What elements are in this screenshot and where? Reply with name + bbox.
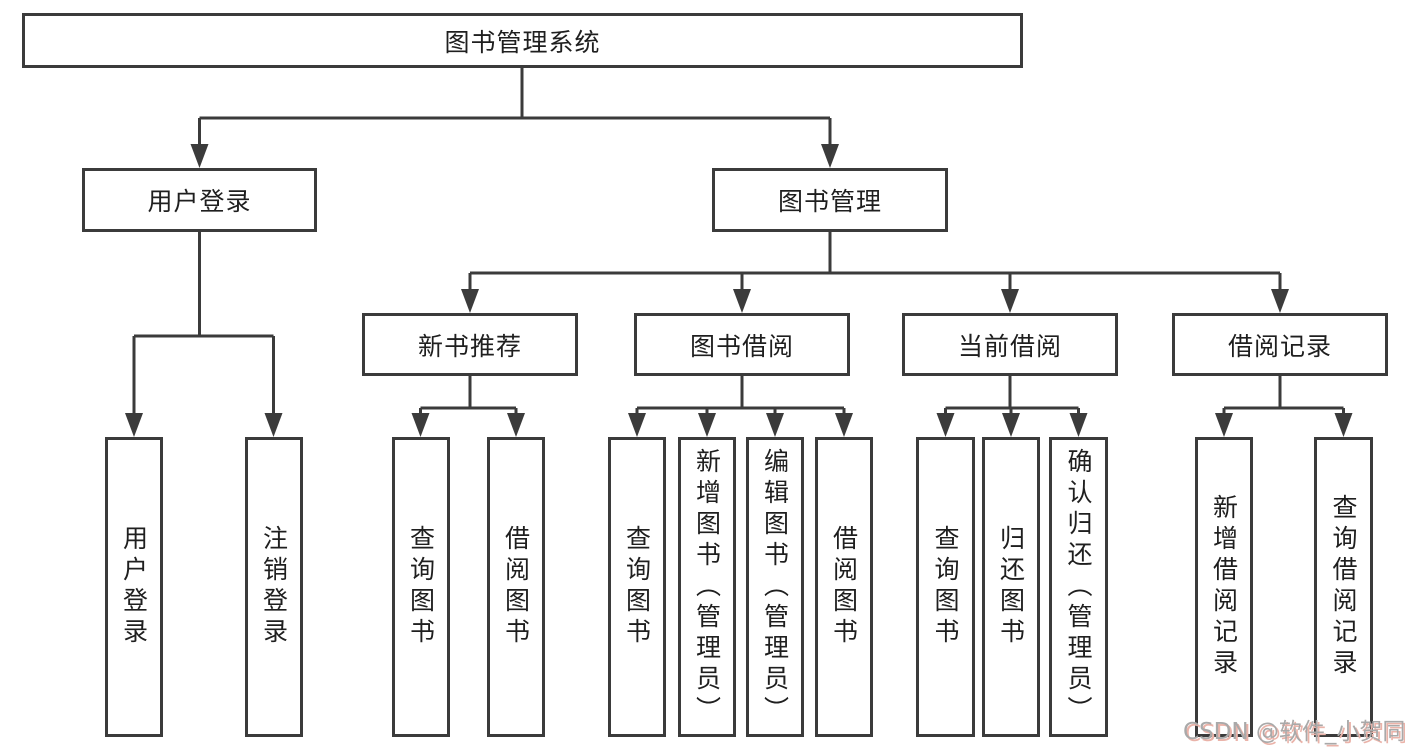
csdn-watermark: CSDN @软件_小贺同学 [1183,719,1405,745]
node-user-login: 用户登录 [82,168,317,232]
leaf-current-query-books-label: 查询图书 [931,525,960,649]
node-user-login-label: 用户登录 [147,187,252,216]
leaf-user-login-label: 用户登录 [119,525,149,649]
leaf-borrow-borrow-books: 借阅图书 [815,437,873,737]
leaf-current-return-books-label: 归还图书 [996,525,1026,649]
leaf-current-return-books: 归还图书 [982,437,1040,737]
leaf-records-add-record-label: 新增借阅记录 [1209,494,1239,680]
leaf-newbook-borrow-books-label: 借阅图书 [501,525,531,649]
node-book-management-label: 图书管理 [777,187,882,216]
leaf-borrow-edit-books-admin-label: 编辑图书（管理员） [760,447,790,727]
node-library-management-system: 图书管理系统 [22,13,1023,68]
node-current-borrow-label: 当前借阅 [957,331,1062,361]
node-book-borrow: 图书借阅 [634,313,850,376]
leaf-borrow-edit-books-admin: 编辑图书（管理员） [746,437,804,737]
node-book-management: 图书管理 [712,168,948,232]
leaf-user-login: 用户登录 [105,437,163,737]
leaf-borrow-query-books: 查询图书 [608,437,666,737]
node-library-management-system-label: 图书管理系统 [444,27,601,57]
node-current-borrow: 当前借阅 [902,313,1118,376]
leaf-newbook-query-books-label: 查询图书 [406,525,436,649]
node-borrow-records-label: 借阅记录 [1227,331,1332,361]
leaf-records-add-record: 新增借阅记录 [1195,437,1253,737]
node-new-book-recommend: 新书推荐 [362,313,578,376]
node-new-book-recommend-label: 新书推荐 [417,331,522,361]
leaf-borrow-add-books-admin-label: 新增图书（管理员） [692,447,722,727]
node-book-borrow-label: 图书借阅 [689,331,794,361]
leaf-borrow-borrow-books-label: 借阅图书 [829,525,859,649]
leaf-newbook-borrow-books: 借阅图书 [487,437,545,737]
leaf-newbook-query-books: 查询图书 [392,437,450,737]
leaf-borrow-add-books-admin: 新增图书（管理员） [678,437,736,737]
leaf-current-confirm-return-admin-label: 确认归还（管理员） [1064,447,1093,727]
leaf-current-confirm-return-admin: 确认归还（管理员） [1049,437,1108,737]
leaf-borrow-query-books-label: 查询图书 [622,525,652,649]
leaf-records-query-record: 查询借阅记录 [1314,437,1373,737]
node-borrow-records: 借阅记录 [1172,313,1388,376]
leaf-logout-label: 注销登录 [259,525,289,649]
leaf-records-query-record-label: 查询借阅记录 [1329,494,1358,680]
leaf-current-query-books: 查询图书 [916,437,975,737]
leaf-logout: 注销登录 [245,437,303,737]
